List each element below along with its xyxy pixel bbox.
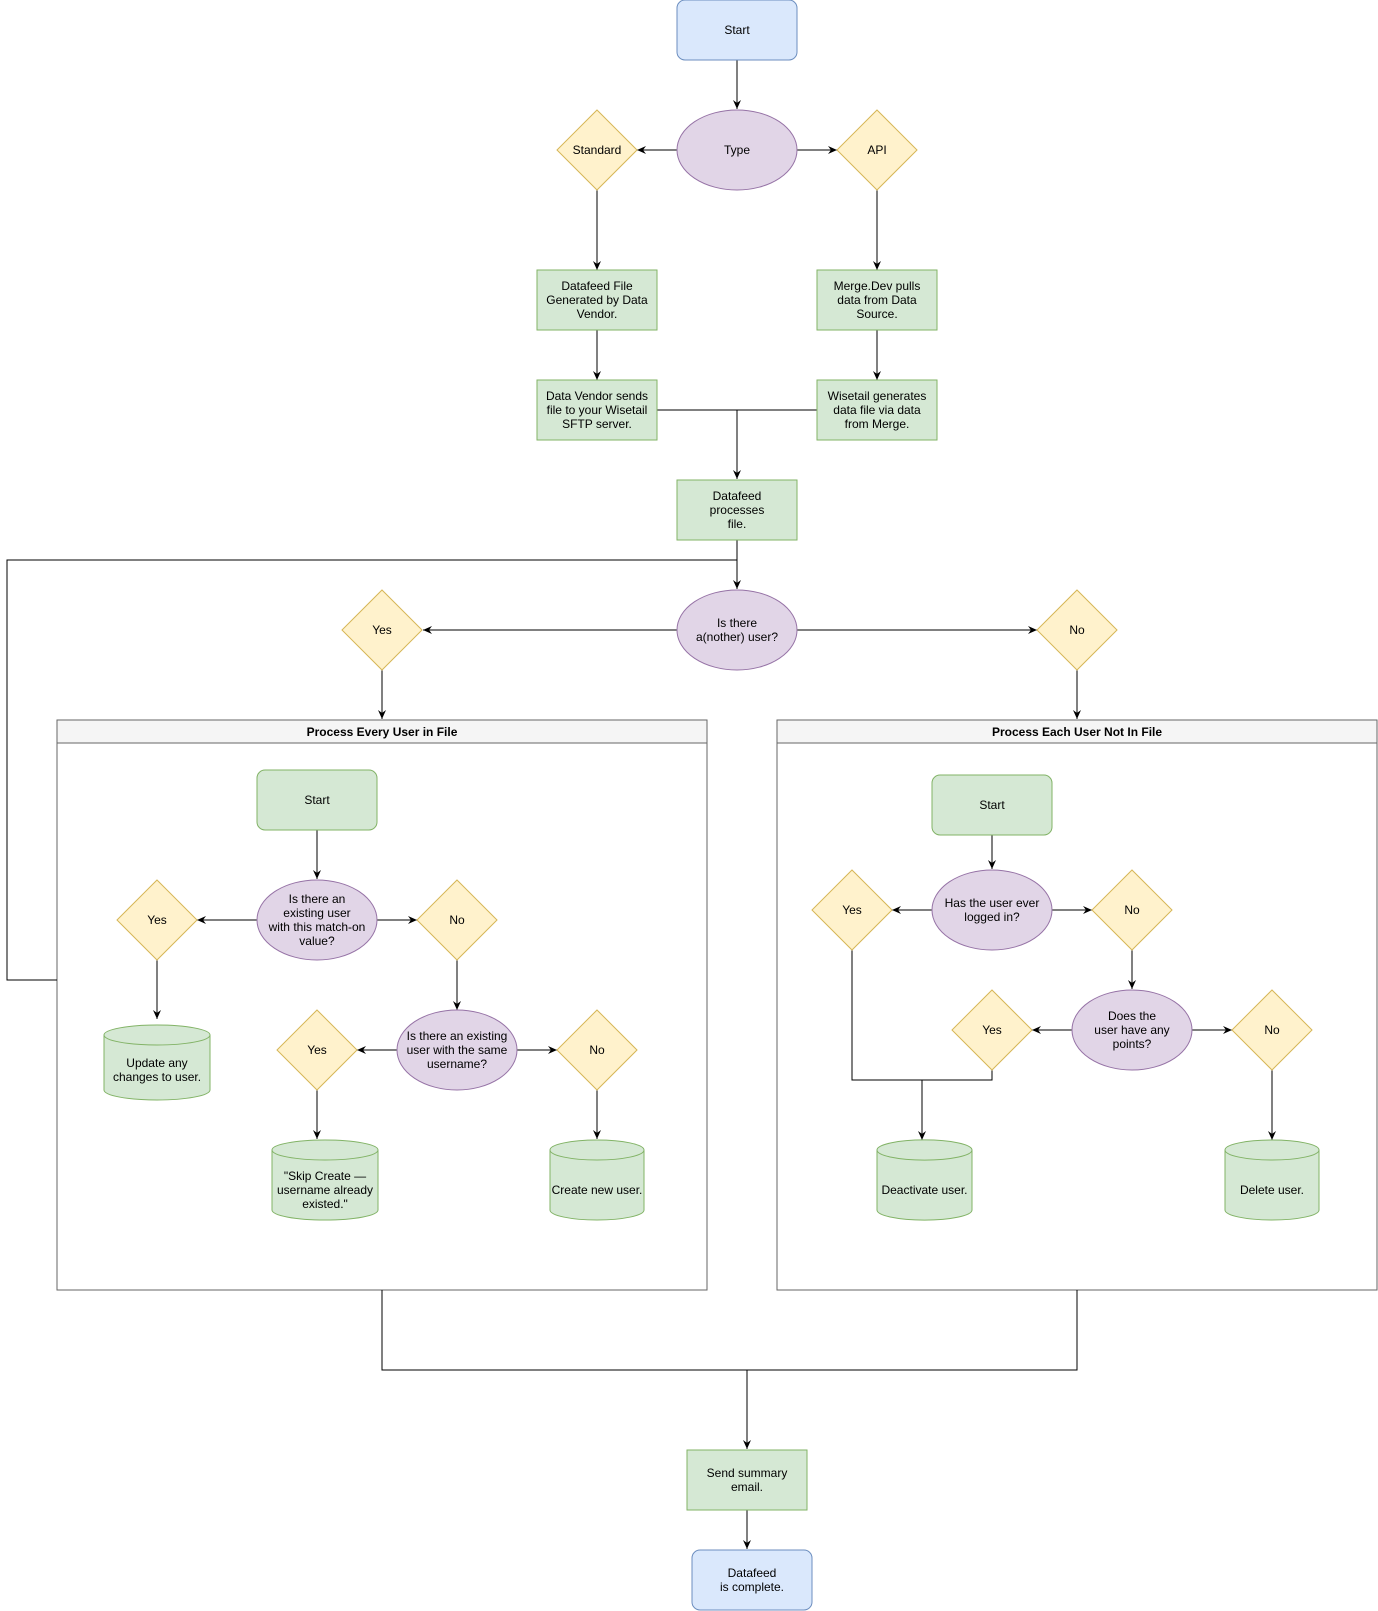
delete-label: Delete user.	[1239, 1183, 1305, 1197]
update-user-label: Update any changes to user.	[112, 1056, 202, 1084]
points-yes-diamond	[951, 989, 1033, 1071]
another-no-label: No	[1069, 623, 1085, 637]
skip-create-cylinder	[271, 1139, 379, 1221]
right-group-title: Process Each User Not In File	[991, 724, 1163, 739]
create-new-cylinder	[549, 1139, 645, 1221]
delete-cylinder	[1224, 1139, 1320, 1221]
datafeed-file-label: Datafeed File Generated by Data Vendor.	[546, 279, 648, 321]
merge-pulls-box	[816, 269, 938, 331]
edge-r-yes-deactivate	[851, 950, 926, 1140]
any-points-ellipse	[1071, 989, 1193, 1071]
username-yes-label: Yes	[307, 1043, 327, 1057]
same-username-ellipse	[396, 1009, 518, 1091]
complete-terminal	[691, 1549, 813, 1611]
right-start-label: Start	[979, 798, 1005, 812]
start-label: Start	[724, 23, 750, 37]
another-no-diamond	[1036, 589, 1118, 671]
start-terminal	[676, 0, 798, 61]
merge-pulls-label: Merge.Dev pulls data from Data Source.	[833, 279, 921, 321]
group-process-every-user	[56, 719, 708, 1291]
username-no-label: No	[589, 1043, 605, 1057]
left-start-label: Start	[304, 793, 330, 807]
points-no-label: No	[1264, 1023, 1280, 1037]
points-yes-label: Yes	[982, 1023, 1002, 1037]
logged-no-diamond	[1091, 869, 1173, 951]
type-ellipse	[676, 109, 798, 191]
connectors	[6, 60, 1276, 1549]
standard-diamond	[556, 109, 638, 191]
update-user-cylinder	[103, 1024, 211, 1101]
logged-in-label: Has the user ever logged in?	[944, 896, 1040, 924]
skip-create-label: "Skip Create — username already existed.…	[276, 1169, 374, 1211]
datafeed-file-box	[536, 269, 658, 331]
left-start-box	[256, 769, 378, 831]
vendor-sends-box	[536, 379, 658, 441]
standard-label: Standard	[572, 143, 622, 157]
right-start-box	[931, 774, 1053, 836]
match-on-ellipse	[256, 879, 378, 961]
edge-groups-merge	[381, 1290, 1078, 1371]
send-summary-label: Send summary email.	[706, 1466, 788, 1494]
send-summary-box	[686, 1449, 808, 1511]
logged-in-ellipse	[931, 869, 1053, 951]
datafeed-processes-box	[676, 479, 798, 541]
logged-no-label: No	[1124, 903, 1140, 917]
another-yes-diamond	[341, 589, 423, 671]
type-label: Type	[723, 143, 750, 157]
edge-r-yes2-deactivate	[922, 1070, 993, 1081]
username-no-diamond	[556, 1009, 638, 1091]
left-group-title: Process Every User in File	[306, 724, 458, 739]
another-yes-label: Yes	[372, 623, 392, 637]
match-no-label: No	[449, 913, 465, 927]
match-on-label: Is there an existing user with this matc…	[268, 892, 366, 948]
create-new-label: Create new user.	[551, 1183, 643, 1197]
logged-yes-label: Yes	[842, 903, 862, 917]
api-label: API	[867, 143, 887, 157]
api-diamond	[836, 109, 918, 191]
another-user-label: Is there a(nother) user?	[695, 616, 779, 644]
same-username-label: Is there an existing user with the same …	[406, 1029, 508, 1071]
match-yes-label: Yes	[147, 913, 167, 927]
vendor-sends-label: Data Vendor sends file to your Wisetail …	[545, 389, 649, 431]
edge-loop-back	[6, 559, 737, 981]
wisetail-generates-label: Wisetail generates data file via data fr…	[827, 389, 927, 431]
another-user-ellipse	[676, 589, 798, 671]
logged-yes-diamond	[811, 869, 893, 951]
edge-vendor-processes	[657, 409, 741, 479]
wisetail-generates-box	[816, 379, 938, 441]
deactivate-cylinder	[876, 1139, 973, 1221]
complete-label: Datafeed is complete.	[719, 1566, 785, 1594]
username-yes-diamond	[276, 1009, 358, 1091]
points-no-diamond	[1231, 989, 1313, 1071]
match-yes-diamond	[116, 879, 198, 961]
match-no-diamond	[416, 879, 498, 961]
any-points-label: Does the user have any points?	[1094, 1009, 1170, 1051]
deactivate-label: Deactivate user.	[881, 1183, 968, 1197]
datafeed-processes-label: Datafeed processes file.	[709, 489, 765, 531]
